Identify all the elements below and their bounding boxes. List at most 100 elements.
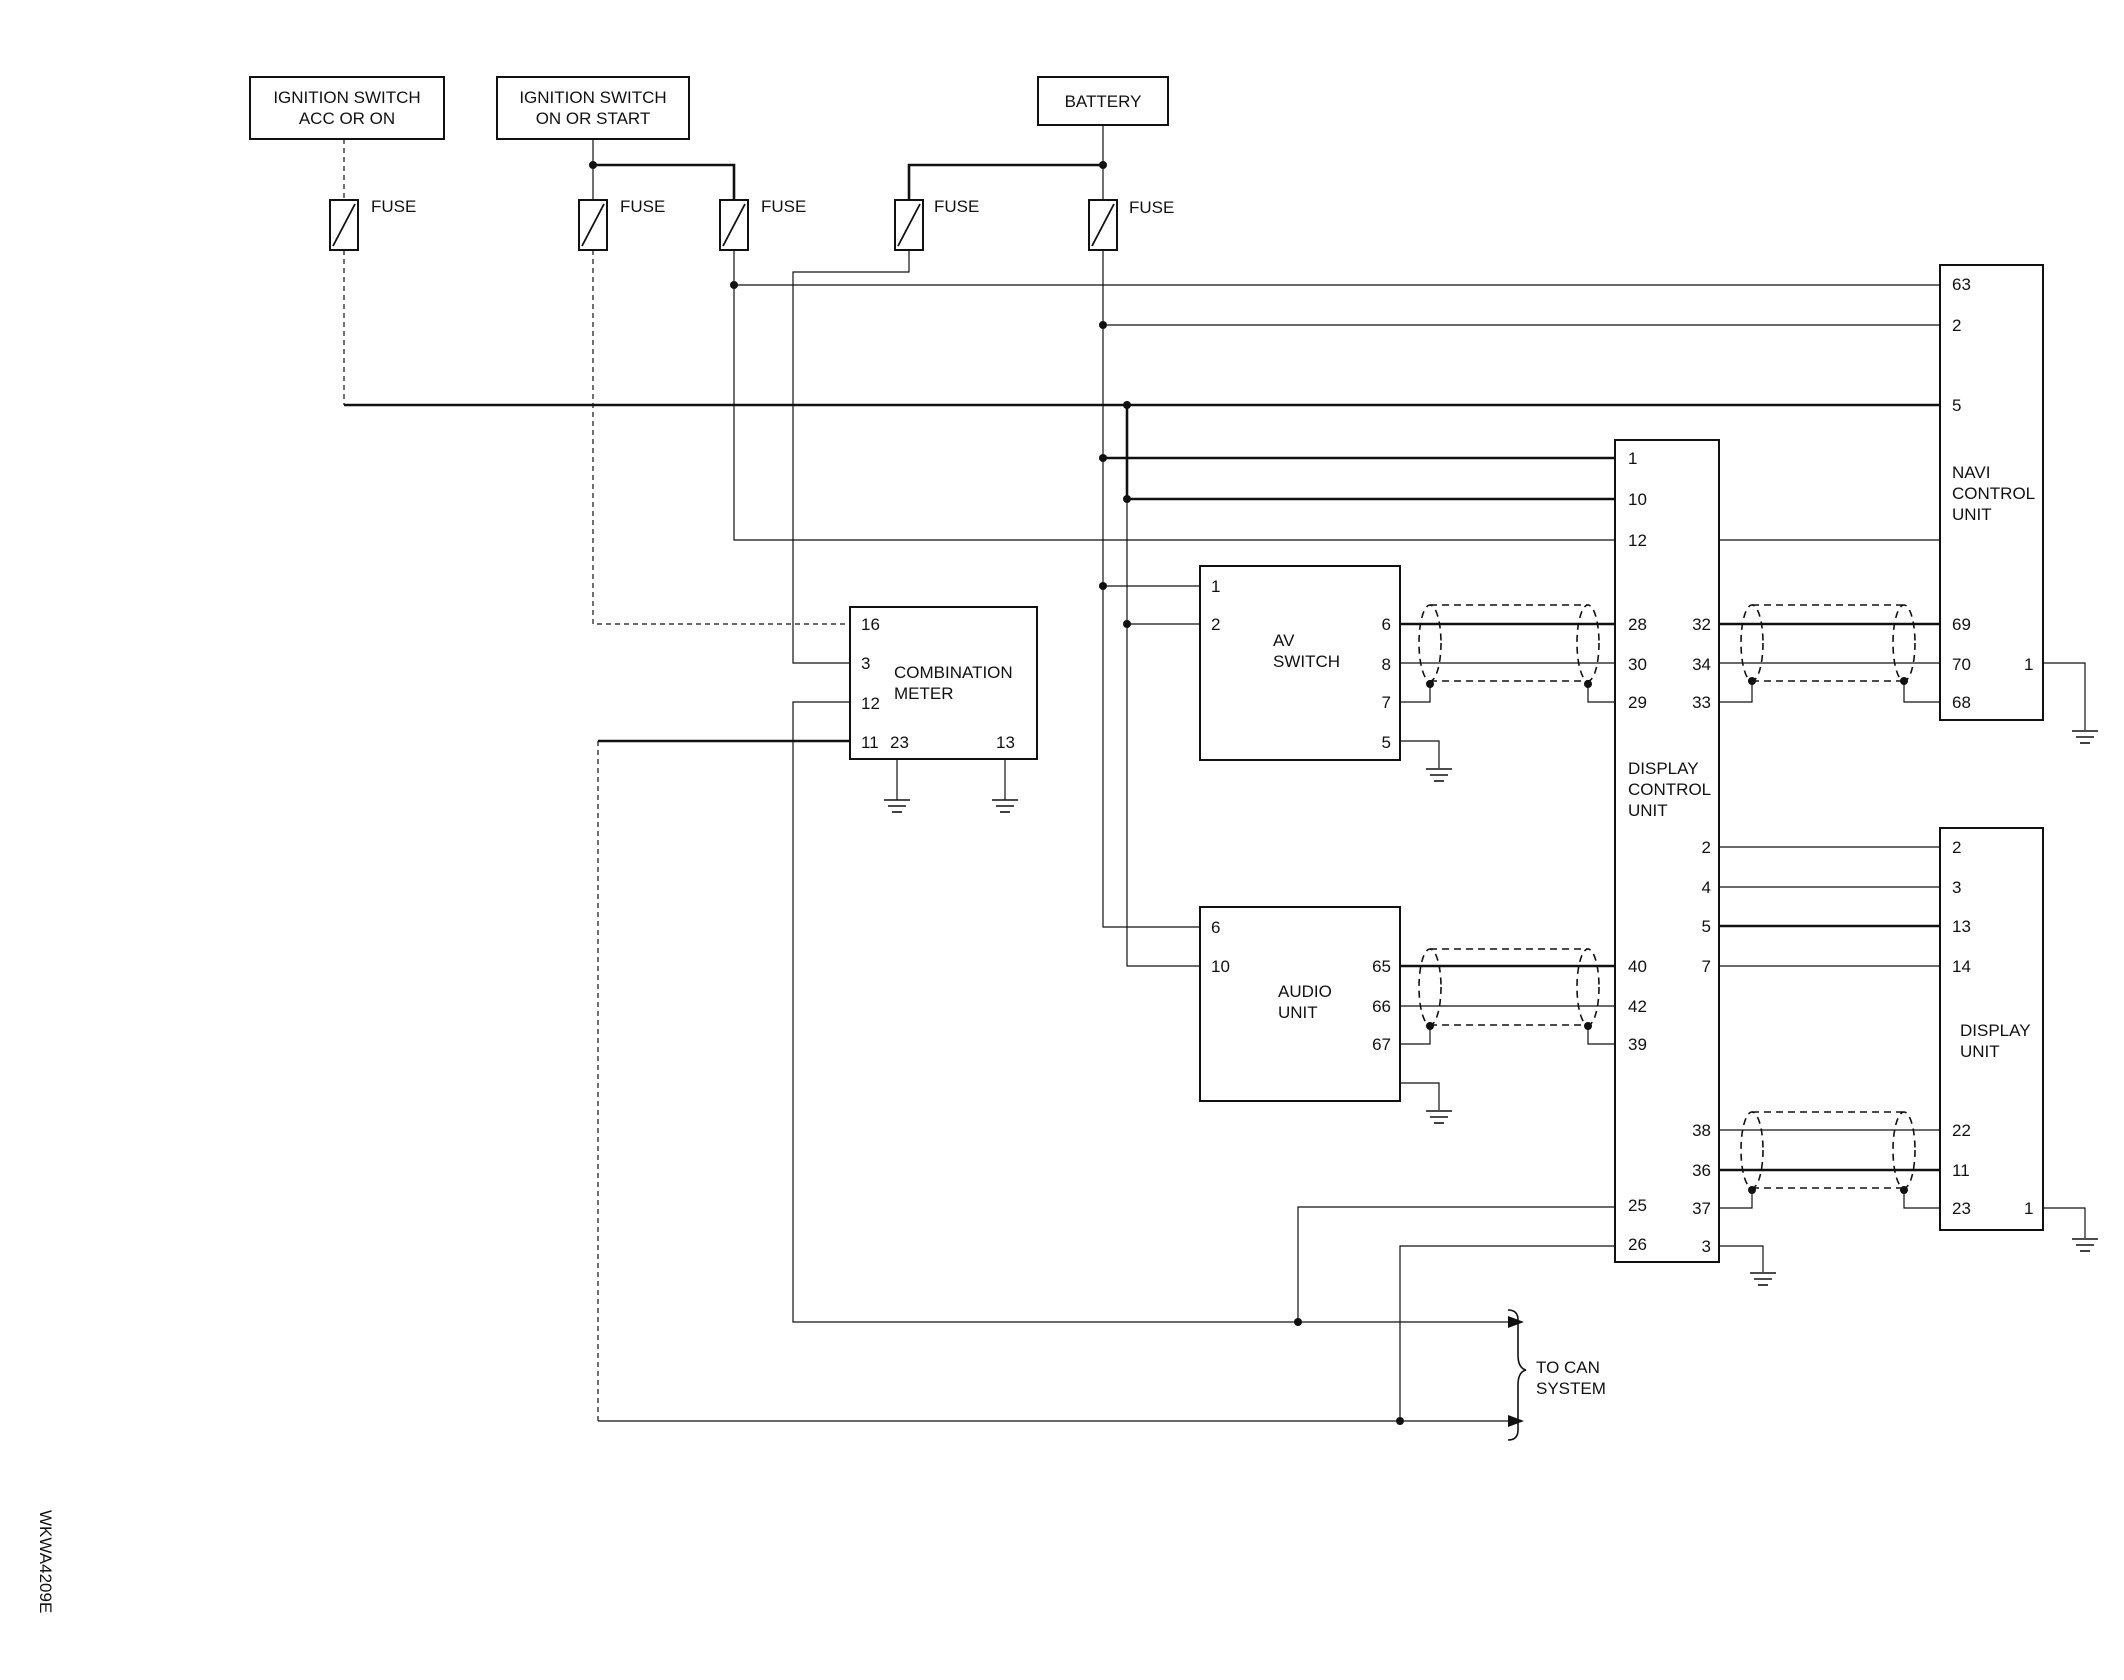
av-switch: AV SWITCH 1 2 6 8 7 5 bbox=[1199, 565, 1401, 761]
wire-dcu25-can bbox=[1297, 1206, 1615, 1322]
wire-can-h bbox=[792, 701, 1510, 1323]
fuse-ign-2: FUSE bbox=[719, 197, 806, 251]
dcu-label-1: DISPLAY bbox=[1628, 759, 1699, 778]
wire-dcu39-shield bbox=[1587, 1026, 1615, 1045]
du-pin: 2 bbox=[1952, 838, 1961, 857]
ignition-on-label-2: ON OR START bbox=[536, 109, 651, 128]
fuse-ign-1: FUSE bbox=[578, 197, 665, 251]
navi-label-2: CONTROL bbox=[1952, 484, 2035, 503]
wire-to-dcu12 bbox=[733, 285, 1940, 541]
navi-pin: 68 bbox=[1952, 693, 1971, 712]
audio-label-2: UNIT bbox=[1278, 1003, 1318, 1022]
fuse-batt-1-label: FUSE bbox=[934, 197, 979, 216]
du-pin: 11 bbox=[1952, 1161, 1970, 1180]
wire-dcu37-shield bbox=[1719, 1190, 1753, 1209]
dcu-pin: 12 bbox=[1628, 531, 1647, 550]
audio-pin: 10 bbox=[1211, 957, 1230, 976]
dcu-pin: 2 bbox=[1702, 838, 1711, 857]
audio-pin: 67 bbox=[1372, 1035, 1391, 1054]
dcu-pin: 3 bbox=[1702, 1237, 1711, 1256]
du-ground bbox=[2072, 1238, 2098, 1252]
av-pin: 8 bbox=[1382, 655, 1391, 674]
wire-acc-trunk bbox=[1126, 499, 1200, 967]
wire-dcu33-shield bbox=[1719, 680, 1753, 703]
meter-label-2: METER bbox=[894, 684, 954, 703]
fuse-acc-label: FUSE bbox=[371, 197, 416, 216]
navi-pin: 5 bbox=[1952, 396, 1961, 415]
wire-av7-shield bbox=[1400, 684, 1431, 703]
meter-pin: 11 bbox=[861, 733, 879, 752]
dcu-pin: 1 bbox=[1628, 449, 1637, 468]
du-pin: 13 bbox=[1952, 917, 1971, 936]
combination-meter: COMBINATION METER 16 3 12 11 23 13 bbox=[849, 606, 1038, 760]
dcu-pin: 28 bbox=[1628, 615, 1647, 634]
fuse-ign-2-label: FUSE bbox=[761, 197, 806, 216]
ignition-acc-label-2: ACC OR ON bbox=[299, 109, 395, 128]
meter-pin: 12 bbox=[861, 694, 880, 713]
ignition-acc-box: IGNITION SWITCH ACC OR ON bbox=[249, 76, 445, 140]
dcu-pin: 30 bbox=[1628, 655, 1647, 674]
navi-label-1: NAVI bbox=[1952, 463, 1990, 482]
du-pin: 23 bbox=[1952, 1199, 1971, 1218]
av-pin: 7 bbox=[1382, 693, 1391, 712]
du-pin: 14 bbox=[1952, 957, 1971, 976]
battery-label: BATTERY bbox=[1065, 92, 1142, 111]
fuse-batt-2: FUSE bbox=[1088, 198, 1174, 251]
shield-audio-dcu bbox=[1418, 948, 1600, 1030]
navi-pin: 69 bbox=[1952, 615, 1971, 634]
du-ground-wire bbox=[2043, 1207, 2086, 1238]
display-control-unit: DISPLAY CONTROL UNIT 1 10 12 28 30 29 40… bbox=[1614, 439, 1720, 1263]
navi-ground bbox=[2072, 730, 2098, 744]
av-ground-wire bbox=[1400, 740, 1440, 768]
dcu-pin: 38 bbox=[1692, 1121, 1711, 1140]
shield-dcu-navi bbox=[1740, 604, 1916, 685]
av-label-1: AV bbox=[1273, 631, 1295, 650]
wire-batt-branch bbox=[907, 163, 1103, 200]
dcu-pin: 32 bbox=[1692, 615, 1711, 634]
dcu-pin: 5 bbox=[1702, 917, 1711, 936]
wire-navi68-shield bbox=[1903, 680, 1940, 703]
dcu-pin: 42 bbox=[1628, 997, 1647, 1016]
fuse-batt-2-label: FUSE bbox=[1129, 198, 1174, 217]
av-pin: 5 bbox=[1382, 733, 1391, 752]
navi-pin: 2 bbox=[1952, 316, 1961, 335]
ignition-acc-label-1: IGNITION SWITCH bbox=[273, 88, 420, 107]
dcu-ground bbox=[1750, 1272, 1776, 1286]
battery-box: BATTERY bbox=[1037, 76, 1169, 126]
meter-ground-1 bbox=[884, 799, 910, 813]
dcu-pin: 36 bbox=[1692, 1161, 1711, 1180]
du-pin: 22 bbox=[1952, 1121, 1971, 1140]
wire-dcu-10 bbox=[1125, 405, 1615, 501]
navi-pin: 63 bbox=[1952, 275, 1971, 294]
meter-label-1: COMBINATION bbox=[894, 663, 1013, 682]
can-brace bbox=[1507, 1309, 1527, 1441]
can-arrows bbox=[1508, 1316, 1524, 1427]
navi-ground-wire bbox=[2043, 662, 2086, 730]
navi-label-3: UNIT bbox=[1952, 505, 1992, 524]
fuse-ign-1-label: FUSE bbox=[620, 197, 665, 216]
navi-control-unit: NAVI CONTROL UNIT 63 2 5 69 70 68 1 bbox=[1939, 264, 2044, 721]
wire-dcu29-shield bbox=[1587, 684, 1615, 703]
dcu-pin: 37 bbox=[1692, 1199, 1711, 1218]
wire-dcu26-can bbox=[1399, 1245, 1615, 1421]
dcu-ground-wire bbox=[1719, 1245, 1764, 1272]
wire-du23-shield bbox=[1903, 1190, 1940, 1209]
audio-ground bbox=[1426, 1110, 1452, 1124]
audio-ground-wire bbox=[1400, 1082, 1440, 1110]
dcu-label-3: UNIT bbox=[1628, 801, 1668, 820]
dcu-pin: 26 bbox=[1628, 1235, 1647, 1254]
dcu-pin: 39 bbox=[1628, 1035, 1647, 1054]
meter-pin: 16 bbox=[861, 615, 880, 634]
dcu-pin: 33 bbox=[1692, 693, 1711, 712]
dcu-pin: 29 bbox=[1628, 693, 1647, 712]
meter-pin: 13 bbox=[996, 733, 1015, 752]
dcu-pin: 10 bbox=[1628, 490, 1647, 509]
fuse-batt-1: FUSE bbox=[894, 197, 979, 251]
fuse-acc: FUSE bbox=[329, 197, 416, 251]
av-label-2: SWITCH bbox=[1273, 652, 1340, 671]
to-can-label-1: TO CAN bbox=[1536, 1358, 1600, 1377]
du-pin: 1 bbox=[2024, 1199, 2033, 1218]
av-pin: 2 bbox=[1211, 615, 1220, 634]
meter-pin: 3 bbox=[861, 654, 870, 673]
